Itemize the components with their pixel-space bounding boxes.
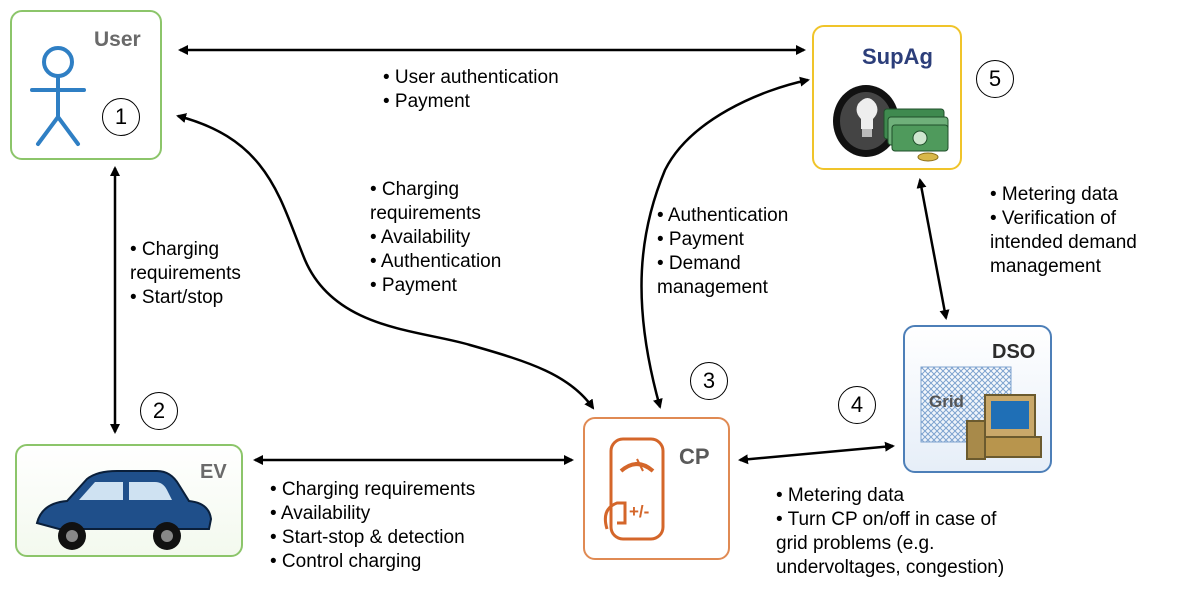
label-line: • Charging — [130, 239, 220, 260]
supag-title: SupAg — [862, 44, 933, 69]
step-number-5: 5 — [976, 60, 1014, 98]
cp-icon-text: +/- — [629, 502, 649, 521]
label-line: • Payment — [657, 229, 744, 250]
supag-node: SupAg — [812, 25, 962, 170]
label-line: • Charging — [370, 179, 460, 200]
grid-icon-text: Grid — [929, 392, 964, 411]
arrow-cp-supag — [640, 76, 810, 409]
label-line: • Authentication — [370, 251, 502, 272]
stick-figure-icon — [30, 46, 86, 146]
label-line: intended demand — [990, 232, 1137, 253]
step-number-1: 1 — [102, 98, 140, 136]
label-line: • Payment — [370, 275, 457, 296]
label-line: • Availability — [270, 503, 371, 524]
money-lightbulb-icon — [833, 85, 949, 162]
label-line: • Metering data — [990, 184, 1119, 205]
label-line: • Availability — [370, 227, 471, 248]
label-user-ev: • Charging requirements • Start/stop — [130, 238, 241, 310]
cp-node: CP +/- — [583, 417, 730, 560]
label-cp-dso: • Metering data • Turn CP on/off in case… — [776, 484, 1004, 580]
label-line: • Verification of — [990, 208, 1116, 229]
ev-title: EV — [200, 461, 227, 483]
label-ev-cp: • Charging requirements • Availability •… — [270, 478, 475, 574]
label-user-cp: • Charging requirements • Availability •… — [370, 178, 501, 298]
ev-node: EV — [15, 444, 243, 557]
label-line: • Demand — [657, 253, 741, 274]
charging-station-icon: +/- — [603, 437, 665, 541]
label-line: • Metering data — [776, 485, 905, 506]
grid-computer-icon: Grid — [920, 366, 1042, 460]
label-line: management — [990, 256, 1101, 277]
label-line: • Payment — [383, 91, 470, 112]
label-line: grid problems (e.g. — [776, 533, 935, 554]
label-line: • Charging requirements — [270, 479, 476, 500]
label-line: • Control charging — [270, 551, 422, 572]
label-user-supag: • User authentication • Payment — [383, 66, 559, 114]
user-title: User — [94, 28, 141, 51]
label-supag-dso: • Metering data • Verification of intend… — [990, 183, 1137, 279]
label-line: • Authentication — [657, 205, 789, 226]
label-line: • Turn CP on/off in case of — [776, 509, 997, 530]
car-icon — [35, 470, 212, 550]
step-number-2: 2 — [140, 392, 178, 430]
arrow-supag-dso — [916, 178, 950, 320]
dso-node: DSO Grid — [903, 325, 1052, 473]
label-line: undervoltages, congestion) — [776, 557, 1005, 578]
label-line: requirements — [130, 263, 241, 284]
label-line: • Start/stop — [130, 287, 224, 308]
user-node: User — [10, 10, 162, 160]
label-line: management — [657, 277, 768, 298]
step-number-4: 4 — [838, 386, 876, 424]
label-cp-supag: • Authentication • Payment • Demand mana… — [657, 204, 788, 300]
label-line: • User authentication — [383, 67, 559, 88]
cp-title: CP — [679, 444, 710, 469]
label-line: • Start-stop & detection — [270, 527, 465, 548]
arrow-cp-dso — [738, 441, 895, 465]
label-line: requirements — [370, 203, 481, 224]
arrow-user-cp — [176, 113, 595, 410]
dso-title: DSO — [992, 341, 1036, 363]
step-number-3: 3 — [690, 362, 728, 400]
